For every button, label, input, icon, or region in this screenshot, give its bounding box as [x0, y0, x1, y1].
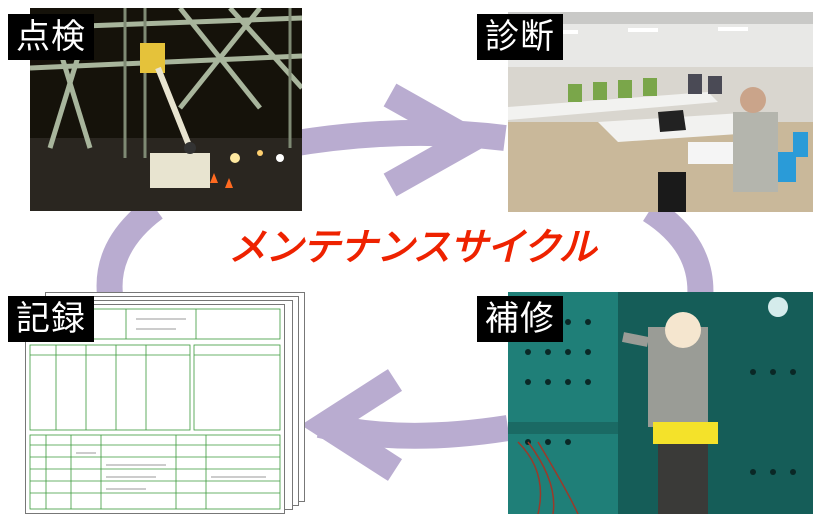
step-label-diagnosis: 診断	[477, 14, 563, 60]
step-label-repair: 補修	[477, 296, 563, 342]
form-grid	[29, 308, 281, 510]
form-sheet-front	[25, 304, 285, 514]
right-arc	[642, 199, 714, 302]
repair-photo	[508, 292, 813, 514]
left-arc	[96, 197, 163, 297]
girder-repair-scene	[508, 292, 813, 514]
top-arrowhead	[383, 83, 497, 197]
step-label-record: 記録	[8, 296, 94, 342]
record-forms	[25, 292, 310, 514]
cycle-title: メンテナンスサイクル	[228, 225, 596, 269]
bottom-arrowhead	[300, 369, 403, 481]
step-label-inspection: 点検	[8, 14, 94, 60]
